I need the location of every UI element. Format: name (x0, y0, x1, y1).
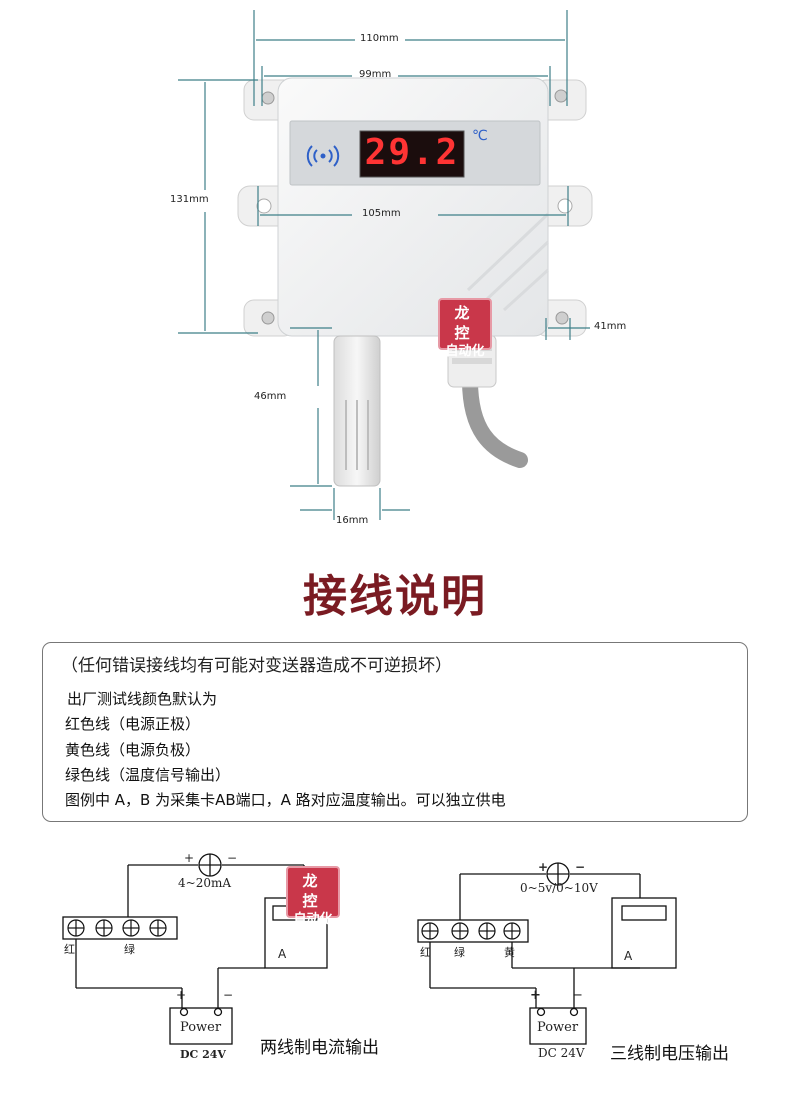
meter-plus: + (184, 851, 195, 865)
power-label: Power (537, 1020, 579, 1035)
dim-box-width: 99mm (359, 69, 392, 80)
collector-port: A (278, 947, 287, 961)
dim-probe-length: 46mm (254, 391, 287, 402)
watermark-stamp: 龙 控 自动化 (286, 866, 340, 927)
supply-minus: − (223, 988, 234, 1002)
note-line: 黄色线（电源负极） (65, 741, 201, 759)
meter-range: 0~5v/0~10V (520, 881, 598, 895)
unit-label: ℃ (472, 128, 488, 144)
watermark-line1: 龙 控 (302, 872, 324, 910)
terminal-label-yellow: 黄 (504, 946, 515, 959)
meter-range: 4~20mA (178, 876, 232, 890)
cable (462, 372, 528, 468)
note-line: 图例中 A，B 为采集卡AB端口，A 路对应温度输出。可以独立供电 (65, 791, 506, 809)
meter-plus: + (538, 860, 549, 874)
led-display (359, 130, 465, 178)
supply-minus: − (572, 988, 583, 1003)
watermark-line1: 龙 控 (454, 304, 476, 342)
terminal-screw (95, 919, 113, 937)
dim-height: 131mm (170, 194, 209, 205)
terminal-label-green: 绿 (454, 946, 465, 959)
wireless-icon (306, 145, 340, 167)
wiring-notes: （任何错误接线均有可能对变送器造成不可逆损坏） 出厂测试线颜色默认为 红色线（电… (42, 642, 748, 822)
terminal-screw (503, 922, 521, 940)
terminal-label-green: 绿 (124, 943, 135, 956)
dim-total-width: 110mm (360, 33, 399, 44)
led-reading: 29.2 (364, 132, 460, 173)
power-label: Power (180, 1020, 222, 1035)
terminal-screw (421, 922, 439, 940)
supply-voltage: DC 24V (180, 1048, 226, 1061)
dim-depth: 41mm (594, 321, 627, 332)
collector-port: A (624, 949, 633, 963)
diagram-caption-current: 两线制电流输出 (260, 1038, 379, 1058)
terminal-label-red: 红 (64, 943, 75, 956)
terminal-screw (122, 919, 140, 937)
diagram-caption-voltage: 三线制电压输出 (610, 1044, 729, 1064)
terminal-screw (451, 922, 469, 940)
watermark-line2: 自动化 (293, 912, 333, 927)
dim-mount-width: 105mm (362, 208, 401, 219)
warning-text: （任何错误接线均有可能对变送器造成不可逆损坏） (61, 656, 452, 676)
note-line: 出厂测试线颜色默认为 (67, 690, 218, 708)
terminal-screw (67, 919, 85, 937)
supply-plus: + (530, 988, 541, 1003)
product-illustration (178, 10, 593, 520)
note-line: 红色线（电源正极） (65, 715, 201, 733)
terminal-label-red: 红 (420, 946, 431, 959)
wiring-diagrams (62, 853, 677, 1045)
supply-voltage: DC 24V (538, 1046, 585, 1060)
housing (277, 77, 549, 337)
meter-minus: − (227, 851, 238, 865)
note-line: 绿色线（温度信号输出） (65, 766, 231, 784)
terminal-screw (478, 922, 496, 940)
section-title: 接线说明 (303, 571, 487, 622)
dim-probe-width: 16mm (336, 515, 369, 526)
watermark-line2: 自动化 (445, 344, 485, 359)
supply-plus: + (176, 988, 187, 1002)
meter-minus: − (575, 860, 586, 874)
watermark-stamp: 龙 控 自动化 (438, 298, 492, 359)
terminal-screw (149, 919, 167, 937)
